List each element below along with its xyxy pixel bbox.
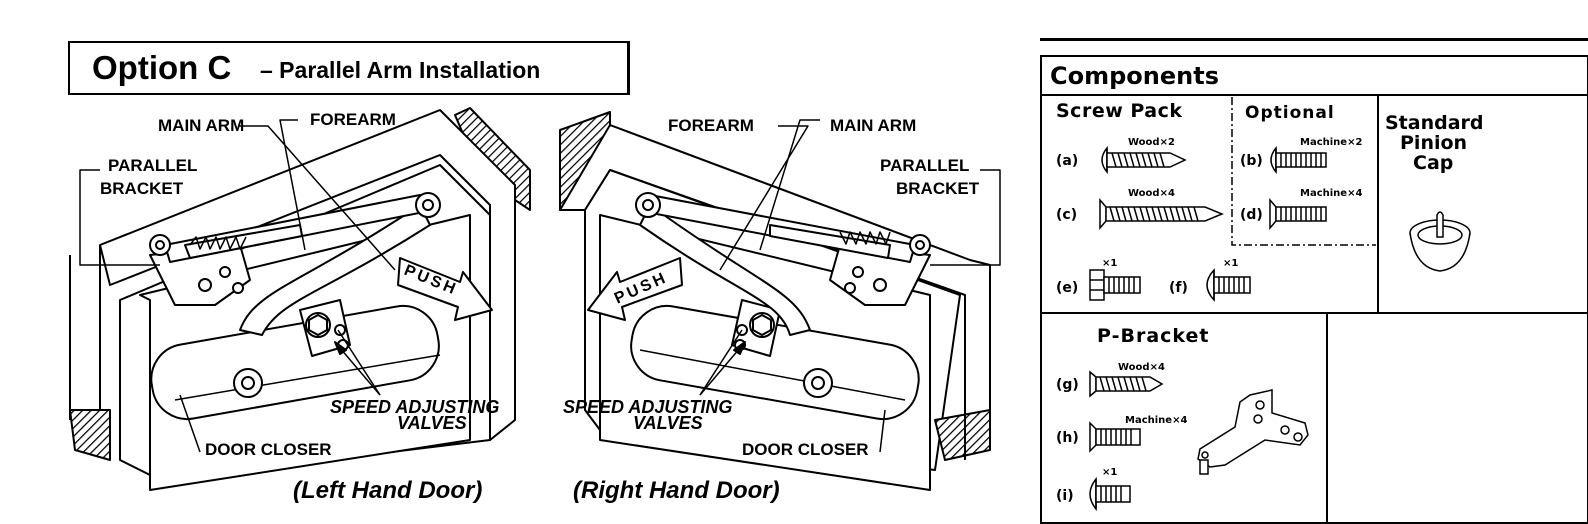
pinion-cap-line2: Pinion bbox=[1400, 132, 1468, 154]
screw-b-qty: Machine×2 bbox=[1300, 137, 1363, 148]
screw-i-letter: (i) bbox=[1056, 488, 1074, 504]
right-label-speed-adjusting: SPEED ADJUSTING bbox=[563, 397, 733, 417]
left-label-speed-adjusting: SPEED ADJUSTING bbox=[330, 397, 500, 417]
screw-h-letter: (h) bbox=[1056, 430, 1079, 446]
right-main-arm bbox=[639, 204, 811, 336]
right-hand-door-caption: (Right Hand Door) bbox=[573, 477, 780, 504]
screw-f-letter: (f) bbox=[1169, 280, 1188, 296]
left-label-parallel: PARALLEL bbox=[108, 156, 198, 175]
screw-pack-heading: Screw Pack bbox=[1056, 100, 1183, 122]
right-label-main-arm: MAIN ARM bbox=[830, 116, 917, 135]
components-frame bbox=[1040, 55, 1588, 524]
screw-c-qty: Wood×4 bbox=[1128, 188, 1175, 199]
right-label-forearm: FOREARM bbox=[668, 116, 754, 135]
screw-a-qty: Wood×2 bbox=[1128, 137, 1175, 148]
left-hand-door-diagram bbox=[69, 107, 531, 491]
left-label-valves: VALVES bbox=[397, 413, 467, 433]
left-push-arrow bbox=[397, 257, 493, 321]
right-label-door-closer: DOOR CLOSER bbox=[742, 440, 869, 459]
right-push-arrow bbox=[587, 257, 683, 321]
left-label-main-arm: MAIN ARM bbox=[158, 116, 245, 135]
left-label-forearm: FOREARM bbox=[310, 110, 396, 129]
screw-i-qty: ×1 bbox=[1102, 467, 1118, 478]
installation-diagrams bbox=[69, 107, 1001, 491]
title-box: Option C – Parallel Arm Installation bbox=[68, 41, 630, 95]
right-label-bracket: BRACKET bbox=[896, 179, 980, 198]
screw-e-qty: ×1 bbox=[1102, 258, 1118, 269]
optional-heading: Optional bbox=[1245, 103, 1335, 123]
components-heading: Components bbox=[1050, 62, 1219, 90]
screw-b-letter: (b) bbox=[1240, 153, 1263, 169]
right-closer-body bbox=[630, 304, 920, 421]
left-closer-body bbox=[150, 304, 440, 421]
screw-c-letter: (c) bbox=[1056, 207, 1078, 223]
screw-d-letter: (d) bbox=[1240, 207, 1263, 223]
screw-g-letter: (g) bbox=[1056, 377, 1079, 393]
screw-a-letter: (a) bbox=[1056, 153, 1079, 169]
screw-d-qty: Machine×4 bbox=[1300, 188, 1363, 199]
pinion-cap-line3: Cap bbox=[1413, 152, 1454, 174]
left-label-door-closer: DOOR CLOSER bbox=[205, 440, 332, 459]
pinion-cap-line1: Standard bbox=[1385, 112, 1484, 134]
top-rule bbox=[1040, 38, 1588, 41]
screw-g-qty: Wood×4 bbox=[1118, 362, 1165, 373]
components-panel: Components Screw Pack Optional Standard … bbox=[1040, 55, 1588, 524]
left-label-bracket: BRACKET bbox=[100, 179, 184, 198]
left-hand-door-caption: (Left Hand Door) bbox=[293, 477, 483, 504]
p-bracket-heading: P-Bracket bbox=[1097, 325, 1210, 347]
right-label-valves: VALVES bbox=[633, 413, 703, 433]
right-hand-door-diagram bbox=[559, 111, 1001, 491]
right-wall-hatch-bottom bbox=[934, 409, 991, 461]
left-wall-hatch-bottom bbox=[69, 409, 111, 461]
page-subtitle: – Parallel Arm Installation bbox=[260, 57, 541, 83]
page-title: Option C bbox=[92, 49, 232, 86]
right-label-parallel: PARALLEL bbox=[880, 156, 970, 175]
screw-e-letter: (e) bbox=[1056, 280, 1079, 296]
screw-f-qty: ×1 bbox=[1223, 258, 1239, 269]
screw-h-qty: Machine×4 bbox=[1125, 415, 1188, 426]
